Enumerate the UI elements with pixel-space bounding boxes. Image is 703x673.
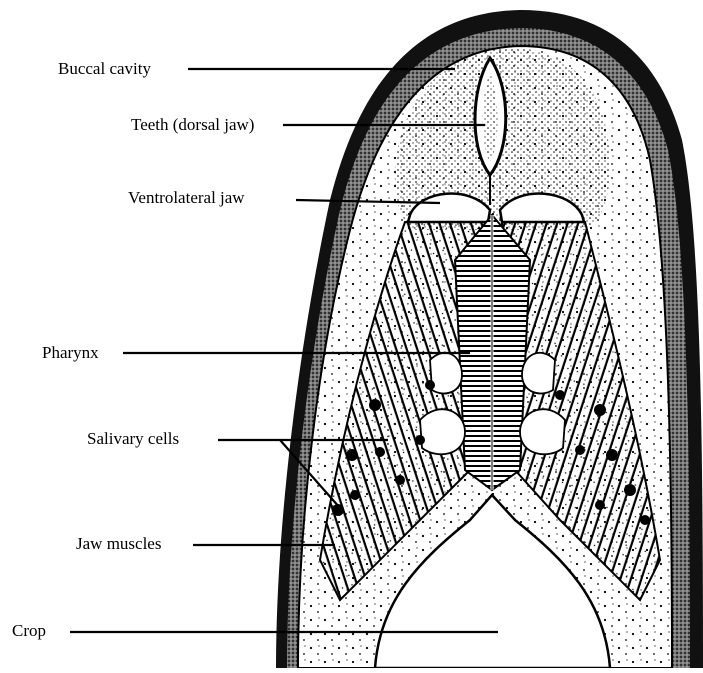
label-pharynx: Pharynx — [42, 343, 99, 363]
label-ventrolateral-jaw: Ventrolateral jaw — [128, 188, 245, 208]
label-salivary-cells: Salivary cells — [87, 429, 179, 449]
label-crop: Crop — [12, 621, 46, 641]
label-teeth-dorsal-jaw: Teeth (dorsal jaw) — [131, 115, 254, 135]
label-jaw-muscles: Jaw muscles — [76, 534, 161, 554]
label-buccal-cavity: Buccal cavity — [58, 59, 151, 79]
